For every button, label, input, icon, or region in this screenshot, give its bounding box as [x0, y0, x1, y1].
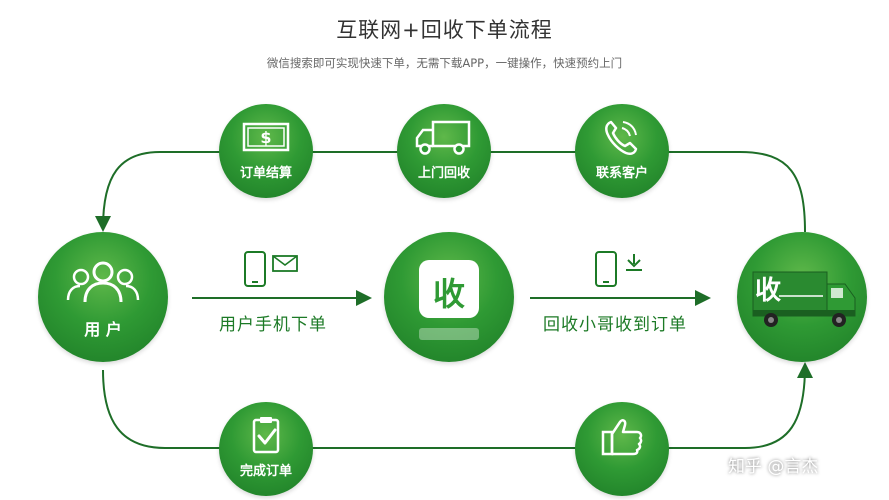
node-like	[575, 402, 669, 496]
logo-glyph: 收	[432, 275, 465, 313]
left-flow-label: 用户手机下单	[219, 315, 327, 335]
truck-icon	[415, 120, 471, 155]
delivery-truck-icon	[752, 271, 856, 327]
phone-icon	[605, 120, 638, 156]
logo-badge: 收	[419, 260, 479, 318]
node-pickup-label: 上门回收	[417, 166, 470, 181]
page-subtitle: 微信搜索即可实现快速下单，无需下载APP，一键操作，快速预约上门	[266, 56, 623, 70]
mobile-download-icon	[595, 251, 642, 287]
node-pickup: 上门回收	[397, 104, 491, 198]
thumbs-up-icon	[601, 419, 643, 456]
bottom-loop-line	[102, 362, 813, 449]
users-icon	[66, 261, 140, 303]
right-flow-label: 回收小哥收到订单	[543, 315, 687, 335]
truck-glyph: 收	[755, 276, 782, 306]
node-truck: 收	[737, 232, 867, 362]
node-settle-label: 订单结算	[239, 166, 292, 181]
node-logo: 收	[384, 232, 514, 362]
svg-text:$: $	[260, 128, 271, 147]
money-icon: $	[242, 122, 290, 152]
blurred-brand-text	[419, 328, 479, 340]
page-title: 互联网+回收下单流程	[336, 18, 553, 42]
node-user-label: 用 户	[84, 320, 122, 339]
node-complete-label: 完成订单	[239, 464, 292, 479]
node-contact: 联系客户	[575, 104, 669, 198]
node-contact-label: 联系客户	[595, 166, 648, 181]
clipboard-check-icon	[252, 417, 280, 454]
watermark: 知乎 @言杰	[728, 457, 819, 477]
node-complete: 完成订单	[219, 402, 313, 496]
node-settle: $ 订单结算	[219, 104, 313, 198]
mobile-message-icon	[244, 251, 298, 287]
node-user: 用 户	[38, 232, 168, 362]
